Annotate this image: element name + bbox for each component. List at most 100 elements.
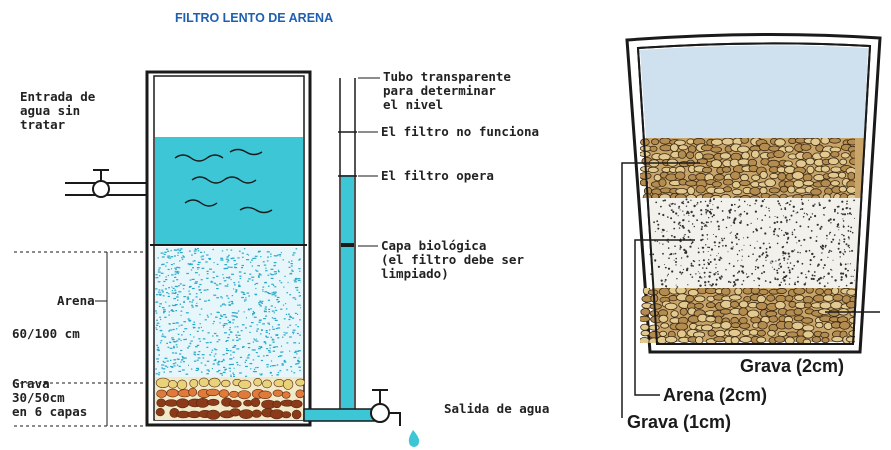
gravel-stone: [239, 409, 254, 419]
sand-grain: [253, 368, 256, 370]
sand-grain: [795, 212, 797, 214]
sand-grain: [256, 330, 258, 332]
gravel-stone: [832, 294, 844, 302]
sand-grain: [207, 316, 209, 318]
sand-grain: [831, 276, 833, 278]
sand-grain: [228, 322, 232, 324]
sand-grain: [817, 263, 820, 266]
sand-grain: [772, 230, 776, 233]
sand-grain: [176, 272, 178, 274]
sand-grain: [752, 253, 754, 255]
sand-grain: [180, 310, 183, 312]
gravel-stone: [273, 379, 285, 388]
sand-grain: [706, 234, 709, 236]
sand-grain: [155, 274, 158, 276]
sand-grain: [295, 279, 297, 281]
sand-grain: [224, 316, 228, 318]
gravel-stone: [786, 331, 799, 338]
sand-grain: [699, 272, 701, 274]
sand-grain: [690, 210, 693, 214]
sand-grain: [167, 295, 170, 297]
sand-grain: [185, 338, 187, 340]
sand-grain: [223, 358, 225, 360]
sand-grain: [284, 361, 287, 363]
sand-grain: [173, 249, 177, 251]
sand-grain: [266, 354, 269, 357]
sand-grain: [227, 337, 230, 339]
sand-grain: [191, 301, 193, 303]
sand-grain: [157, 346, 160, 348]
sand-grain: [178, 365, 181, 367]
gravel-stone: [660, 322, 670, 329]
sand-grain: [250, 261, 252, 263]
sand-grain: [847, 263, 849, 265]
gravel-stone: [824, 288, 833, 296]
sand-grain: [787, 266, 790, 269]
sand-grain: [180, 252, 183, 254]
sand-grain: [189, 263, 192, 265]
sand-grain: [746, 223, 749, 226]
sand-grain: [819, 276, 822, 280]
sand-grain: [787, 252, 790, 255]
sand-grain: [837, 212, 839, 214]
sand-grain: [252, 257, 255, 259]
sand-grain: [208, 258, 211, 260]
sand-grain: [788, 283, 791, 285]
sand-grain: [275, 328, 278, 330]
sand-grain: [185, 373, 189, 375]
sand-grain: [274, 264, 276, 267]
gravel-stone: [678, 144, 689, 151]
gravel-stone: [769, 172, 779, 180]
sand-depth-label: 60/100 cm: [12, 326, 80, 341]
sand-grain: [674, 252, 677, 255]
sand-grain: [179, 248, 183, 250]
sand-grain: [282, 336, 284, 338]
sand-grain: [184, 357, 187, 359]
sand-grain: [741, 249, 743, 251]
sand-grain: [717, 270, 719, 273]
sand-grain: [227, 259, 230, 261]
sand-grain: [801, 262, 804, 265]
sand-grain: [685, 198, 688, 201]
sand-grain: [228, 367, 231, 369]
sand-grain: [225, 267, 229, 269]
outlet-label: Salida de agua: [444, 401, 549, 416]
sand-grain: [840, 213, 843, 215]
sand-grain: [231, 273, 234, 275]
gravel-stone: [768, 187, 781, 194]
sand-grain: [272, 346, 276, 348]
sand-grain: [171, 286, 173, 288]
gravel-stone: [845, 336, 855, 343]
gravel-stone: [795, 159, 807, 169]
sand-grain: [676, 286, 679, 288]
sand-grain: [158, 374, 160, 376]
sand-grain: [263, 355, 265, 357]
sand-grain: [847, 213, 849, 215]
sand-grain: [164, 365, 167, 367]
sand-grain: [803, 283, 806, 286]
sand-grain: [662, 252, 664, 255]
sand-grain: [270, 274, 274, 276]
sand-grain: [735, 237, 738, 239]
sand-grain: [244, 299, 247, 301]
sand-grain: [211, 349, 214, 351]
sand-grain: [763, 198, 766, 201]
sand-grain: [702, 251, 705, 253]
sand-grain: [169, 347, 173, 349]
sand-grain: [748, 275, 750, 278]
sand-grain: [728, 262, 731, 265]
sand-grain: [796, 211, 799, 214]
sand-grain: [272, 341, 275, 343]
sand-grain: [832, 238, 834, 240]
sand-grain: [220, 314, 222, 316]
gravel-stone: [847, 138, 855, 146]
sand-grain: [172, 363, 176, 365]
sand-grain: [701, 234, 704, 237]
sand-grain: [279, 355, 283, 357]
sand-grain: [225, 348, 228, 350]
sand-grain: [654, 260, 656, 262]
sand-grain: [273, 365, 276, 367]
sand-grain: [201, 255, 204, 257]
gravel-stone: [765, 310, 778, 317]
sand-grain: [163, 310, 166, 313]
